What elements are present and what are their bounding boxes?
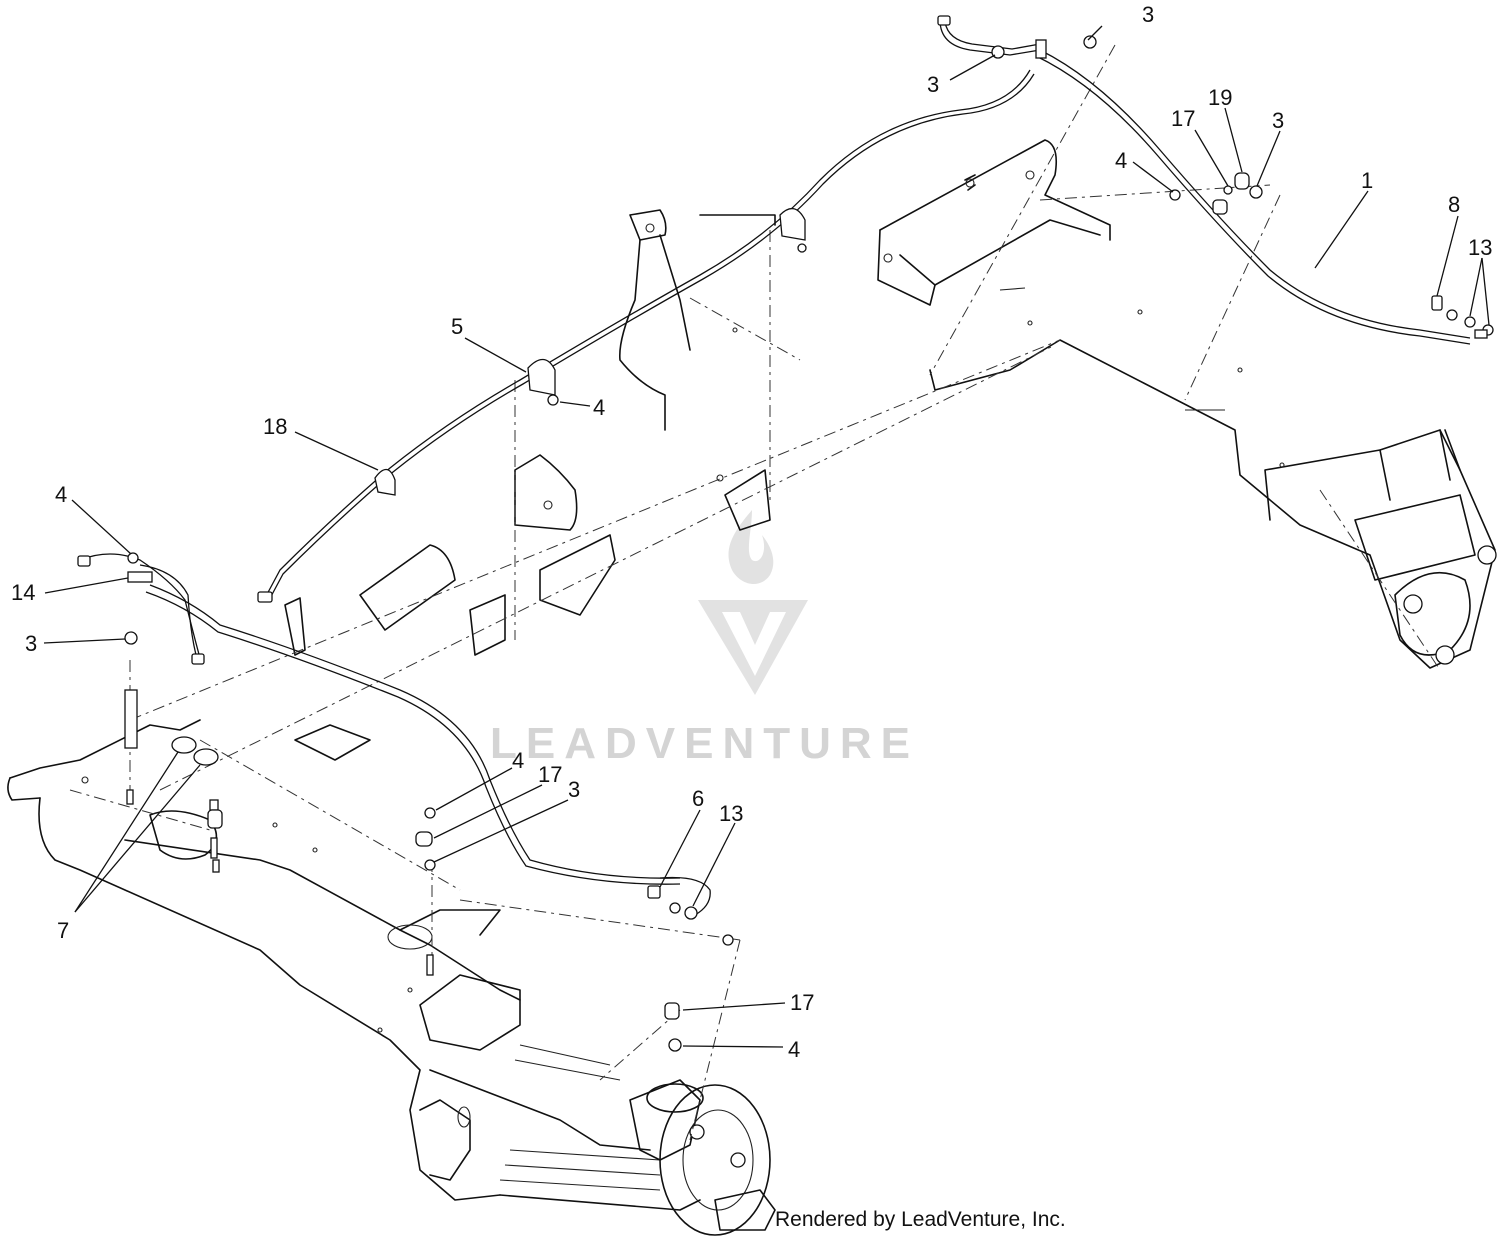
- callout-17: 17: [538, 762, 562, 787]
- callout-4: 4: [593, 395, 605, 420]
- callout-4: 4: [512, 748, 524, 773]
- callout-13: 13: [719, 801, 743, 826]
- hardware: [77, 15, 1494, 1052]
- front-axle: [499, 1044, 776, 1236]
- watermark-v-logo-icon: [698, 600, 808, 695]
- brake-line-front: [149, 584, 681, 879]
- callout-3: 3: [1272, 108, 1284, 133]
- callout-17: 17: [790, 990, 814, 1015]
- explode-lines: [69, 44, 1441, 1141]
- callout-19: 19: [1208, 85, 1232, 110]
- watermark-brand-text: LEADVENTURE: [490, 719, 919, 768]
- callout-17: 17: [1171, 106, 1195, 131]
- callout-13: 13: [1468, 235, 1492, 260]
- callout-3: 4: [788, 1037, 800, 1062]
- front-frame: [7, 719, 651, 1201]
- callout-3: 3: [1142, 2, 1154, 27]
- grommet-icon: [193, 748, 219, 766]
- callout-labels: 3 3 4 17 19 3 1 8 13 5 4 18 4 14 3 7 4 1…: [11, 2, 1492, 1062]
- callout-6: 6: [692, 786, 704, 811]
- watermark: LEADVENTURE: [490, 510, 919, 768]
- callout-18: 18: [263, 414, 287, 439]
- grommet-icon: [171, 736, 197, 754]
- callout-4: 4: [1115, 148, 1127, 173]
- callout-5: 5: [451, 314, 463, 339]
- brake-lines: [79, 19, 1471, 916]
- callout-3: 3: [25, 631, 37, 656]
- center-frame: [284, 209, 776, 656]
- brake-line-18: [264, 69, 1031, 599]
- leader-lines: [43, 25, 1490, 1048]
- fitting-icon: [937, 15, 951, 26]
- callout-4: 4: [55, 482, 67, 507]
- clamp-icon: [527, 358, 556, 396]
- callout-1: 1: [1361, 168, 1373, 193]
- callout-14: 14: [11, 580, 35, 605]
- nut-icon: [1083, 35, 1097, 49]
- render-credit: Rendered by LeadVenture, Inc.: [775, 1208, 1066, 1231]
- callout-3: 3: [568, 777, 580, 802]
- callout-4: 3: [927, 72, 939, 97]
- callout-8: 7: [57, 918, 69, 943]
- callout-7: 8: [1448, 192, 1460, 217]
- brake-line-1: [1039, 49, 1471, 339]
- rear-frame: [877, 139, 1497, 669]
